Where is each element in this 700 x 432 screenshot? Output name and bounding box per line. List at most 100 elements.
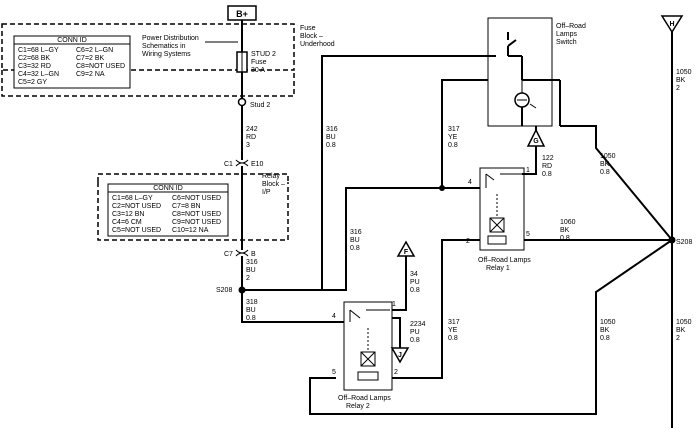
relay1-pin-labels: 4 1 2 5 <box>466 167 530 245</box>
svg-text:0.8: 0.8 <box>560 235 570 242</box>
relay1-label: Off–Road Lamps Relay 1 <box>478 257 531 272</box>
svg-text:J: J <box>398 352 402 359</box>
svg-text:0.8: 0.8 <box>326 142 336 149</box>
svg-text:5: 5 <box>332 369 336 376</box>
svg-text:0.8: 0.8 <box>350 245 360 252</box>
wire-2234-label: 2234 PU 0.8 <box>410 321 426 344</box>
svg-text:E10: E10 <box>251 161 264 168</box>
wire-316-to-switch <box>242 55 496 291</box>
svg-text:C8=NOT USED: C8=NOT USED <box>76 63 125 70</box>
svg-text:C4=32 L–GN: C4=32 L–GN <box>18 71 59 78</box>
svg-text:2: 2 <box>466 238 470 245</box>
svg-text:0.8: 0.8 <box>600 169 610 176</box>
stud2-fuse: STUD 2 Fuse 30 A <box>236 51 276 74</box>
wire-1050-switch-label: 1050 BK 0.8 <box>600 153 616 176</box>
wire-316-switch-label: 316 BU 0.8 <box>326 126 338 149</box>
svg-text:H: H <box>669 21 674 28</box>
svg-text:34: 34 <box>410 271 418 278</box>
svg-text:BK: BK <box>600 161 610 168</box>
wire-1060-label: 1060 BK 0.8 <box>560 219 576 242</box>
svg-text:C2=NOT USED: C2=NOT USED <box>112 203 161 210</box>
svg-text:1050: 1050 <box>676 319 692 326</box>
svg-text:C8=NOT USED: C8=NOT USED <box>172 211 221 218</box>
svg-text:Wiring Systems: Wiring Systems <box>142 51 191 58</box>
stud2-terminal <box>237 97 247 107</box>
fuse-block-title: Fuse Block – Underhood <box>300 25 335 48</box>
svg-text:C7=8 BN: C7=8 BN <box>172 203 201 210</box>
svg-text:Fuse: Fuse <box>251 59 267 66</box>
svg-text:1050: 1050 <box>676 69 692 76</box>
switch-contact <box>507 32 560 81</box>
svg-text:0.8: 0.8 <box>448 142 458 149</box>
svg-text:5: 5 <box>526 231 530 238</box>
svg-text:0.8: 0.8 <box>410 337 420 344</box>
svg-text:CONN ID: CONN ID <box>153 185 183 192</box>
svg-text:RD: RD <box>246 134 256 141</box>
wire-34-label: 34 PU 0.8 <box>410 271 420 294</box>
svg-text:C5=2 GY: C5=2 GY <box>18 79 47 86</box>
svg-text:317: 317 <box>448 319 460 326</box>
svg-text:C1=68 L–GY: C1=68 L–GY <box>112 195 153 202</box>
stud2-label: Stud 2 <box>250 102 270 109</box>
wire-34 <box>392 256 407 311</box>
svg-text:Off–Road: Off–Road <box>556 23 586 30</box>
svg-text:C1: C1 <box>224 161 233 168</box>
svg-text:Lamps: Lamps <box>556 31 578 38</box>
svg-text:242: 242 <box>246 126 258 133</box>
relay-block-outline-top <box>97 173 289 182</box>
conn-title: CONN ID <box>57 37 87 44</box>
svg-text:Power Distribution: Power Distribution <box>142 35 199 42</box>
wire-316-main-label: 316 BU 2 <box>246 259 258 282</box>
wire-316-relay1-label: 316 BU 0.8 <box>350 229 362 252</box>
switch-indicator-lamp-icon <box>514 80 537 126</box>
relay2-box <box>343 301 393 391</box>
wire-1050-bottom-label: 1050 BK 2 <box>676 319 692 342</box>
svg-text:1060: 1060 <box>560 219 576 226</box>
wire-318 <box>241 290 336 323</box>
svg-text:Fuse: Fuse <box>300 25 316 32</box>
svg-text:1: 1 <box>392 301 396 308</box>
svg-text:F: F <box>404 249 409 256</box>
svg-text:BU: BU <box>326 134 336 141</box>
svg-text:122: 122 <box>542 155 554 162</box>
svg-text:I/P: I/P <box>262 189 271 196</box>
wire-242-label: 242 RD 3 <box>246 126 258 149</box>
svg-text:1: 1 <box>526 167 530 174</box>
ground-reference-h: H <box>660 15 684 34</box>
wire-122 <box>522 168 537 175</box>
connector-c1-e10: C1 E10 <box>224 159 264 168</box>
relay-block-title: Relay Block – I/P <box>262 173 285 196</box>
svg-text:2: 2 <box>676 85 680 92</box>
svg-text:317: 317 <box>448 126 460 133</box>
off-road-lamps-switch-label: Off–Road Lamps Switch <box>556 23 586 46</box>
svg-text:C6=2 L–GN: C6=2 L–GN <box>76 47 113 54</box>
splice-s208-right-label: S208 <box>676 239 692 246</box>
wire-317-upper-label: 317 YE 0.8 <box>448 126 460 149</box>
svg-text:C2=68 BK: C2=68 BK <box>18 55 50 62</box>
svg-text:Off–Road Lamps: Off–Road Lamps <box>478 257 531 264</box>
svg-text:C3=12 BN: C3=12 BN <box>112 211 145 218</box>
svg-text:BK: BK <box>676 77 686 84</box>
relay-block-outline <box>97 182 289 241</box>
reference-f: F <box>396 240 416 257</box>
svg-text:2: 2 <box>246 275 250 282</box>
power-distribution-note: Power Distribution Schematics in Wiring … <box>142 35 238 58</box>
connector-c7-b: C7 B <box>224 249 256 258</box>
svg-text:YE: YE <box>448 327 458 334</box>
svg-text:Block –: Block – <box>300 33 323 40</box>
svg-text:C9=2 NA: C9=2 NA <box>76 71 105 78</box>
svg-text:BK: BK <box>560 227 570 234</box>
wire-122-label: 122 RD 0.8 <box>542 155 554 178</box>
svg-text:4: 4 <box>332 313 336 320</box>
battery-positive-label: B+ <box>236 9 248 19</box>
svg-text:4: 4 <box>468 179 472 186</box>
svg-text:C6=NOT USED: C6=NOT USED <box>172 195 221 202</box>
svg-text:C9=NOT USED: C9=NOT USED <box>172 219 221 226</box>
svg-text:2: 2 <box>394 369 398 376</box>
wire-1050-switch <box>560 125 673 241</box>
svg-text:RD: RD <box>542 163 552 170</box>
svg-text:C5=NOT USED: C5=NOT USED <box>112 227 161 234</box>
off-road-lamps-switch-box <box>487 17 553 127</box>
svg-text:Relay: Relay <box>262 173 280 180</box>
